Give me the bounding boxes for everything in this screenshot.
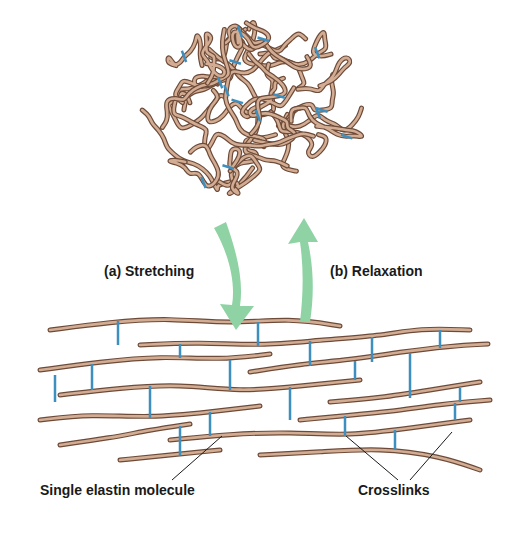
crosslink xyxy=(258,38,269,42)
part-label: Crosslinks xyxy=(358,482,430,499)
elastin-fiber xyxy=(233,23,269,47)
crosslink xyxy=(238,26,242,37)
crosslink xyxy=(229,60,240,64)
crosslink xyxy=(315,47,319,58)
elastin-fiber-outline xyxy=(170,145,218,186)
part-label: Single elastin molecule xyxy=(40,482,195,499)
elastin-fiber-outline xyxy=(208,134,314,149)
elastin-fiber xyxy=(226,46,286,147)
elastin-fiber-outline xyxy=(250,344,488,372)
elastin-fiber xyxy=(249,54,285,134)
crosslink xyxy=(91,364,94,390)
crosslink xyxy=(179,426,182,455)
crosslink xyxy=(182,51,186,62)
crosslink xyxy=(409,353,412,398)
elastin-fiber-outline xyxy=(298,58,350,91)
crosslink xyxy=(149,386,152,418)
elastin-fiber-outline xyxy=(60,380,360,395)
elastin-fiber-outline xyxy=(140,329,470,345)
crosslink xyxy=(344,416,347,436)
elastin-fiber-outline xyxy=(300,400,490,420)
elastin-fiber-outline xyxy=(230,149,240,194)
crosslink xyxy=(257,322,260,346)
crosslink xyxy=(179,344,182,358)
elastin-fiber xyxy=(230,149,240,194)
elastin-fiber-outline xyxy=(249,54,285,134)
relaxed-elastin-network xyxy=(142,22,361,193)
elastin-fiber-outline xyxy=(170,420,470,440)
elastin-fiber-outline xyxy=(330,382,480,402)
leader-line xyxy=(172,436,222,480)
elastin-fiber xyxy=(60,424,190,445)
elastin-fiber-outline xyxy=(203,34,225,83)
elastin-fiber xyxy=(330,382,480,402)
elastin-fiber xyxy=(208,134,314,149)
crosslink xyxy=(454,403,457,420)
elastin-fiber xyxy=(170,145,218,186)
crosslink xyxy=(289,387,292,420)
crosslink xyxy=(117,321,120,345)
elastin-fiber-outline xyxy=(168,36,202,66)
elastin-fiber xyxy=(162,29,228,127)
elastin-fiber xyxy=(203,34,225,83)
crosslink xyxy=(229,360,232,390)
crosslink xyxy=(316,108,327,112)
process-label: (b) Relaxation xyxy=(330,263,423,280)
elastin-fiber xyxy=(60,380,360,395)
crosslink xyxy=(232,100,243,104)
elastin-fiber xyxy=(170,420,470,440)
elastin-fiber-outline xyxy=(50,320,340,330)
crosslink xyxy=(54,375,57,402)
elastin-fiber xyxy=(260,450,480,470)
leader-line xyxy=(346,436,398,480)
elastin-fiber xyxy=(168,36,202,66)
transition-arrows xyxy=(214,218,318,330)
elastin-fiber xyxy=(140,329,470,345)
elastin-fiber xyxy=(298,58,350,91)
elastin-fiber-outline xyxy=(233,23,269,47)
elastin-fiber-outline xyxy=(260,450,480,470)
elastin-fiber-outline xyxy=(162,29,228,127)
crosslink xyxy=(224,85,228,96)
leader-line xyxy=(410,432,452,480)
elastin-fiber xyxy=(300,400,490,420)
crosslink xyxy=(209,412,212,436)
crosslink xyxy=(256,110,260,121)
crosslink xyxy=(222,165,233,169)
crosslink xyxy=(218,77,222,88)
crosslink xyxy=(341,135,352,139)
elastin-fiber xyxy=(250,344,488,372)
relax-arrow xyxy=(288,218,318,322)
crosslink xyxy=(394,430,397,450)
leader-lines xyxy=(172,432,452,480)
crosslink xyxy=(309,341,312,366)
crosslink xyxy=(201,177,205,188)
crosslink xyxy=(439,330,442,348)
crosslink xyxy=(354,361,357,380)
elastin-fiber xyxy=(40,354,270,370)
crosslink xyxy=(273,94,284,98)
elastin-fiber-outline xyxy=(40,354,270,370)
crosslink xyxy=(459,388,462,402)
stretched-elastin-network xyxy=(40,320,490,470)
elastin-fiber-outline xyxy=(60,424,190,445)
process-label: (a) Stretching xyxy=(104,263,194,280)
stretch-arrow xyxy=(214,222,254,330)
elastin-fiber-outline xyxy=(226,46,286,147)
crosslink xyxy=(371,337,374,362)
elastin-fiber xyxy=(50,320,340,330)
